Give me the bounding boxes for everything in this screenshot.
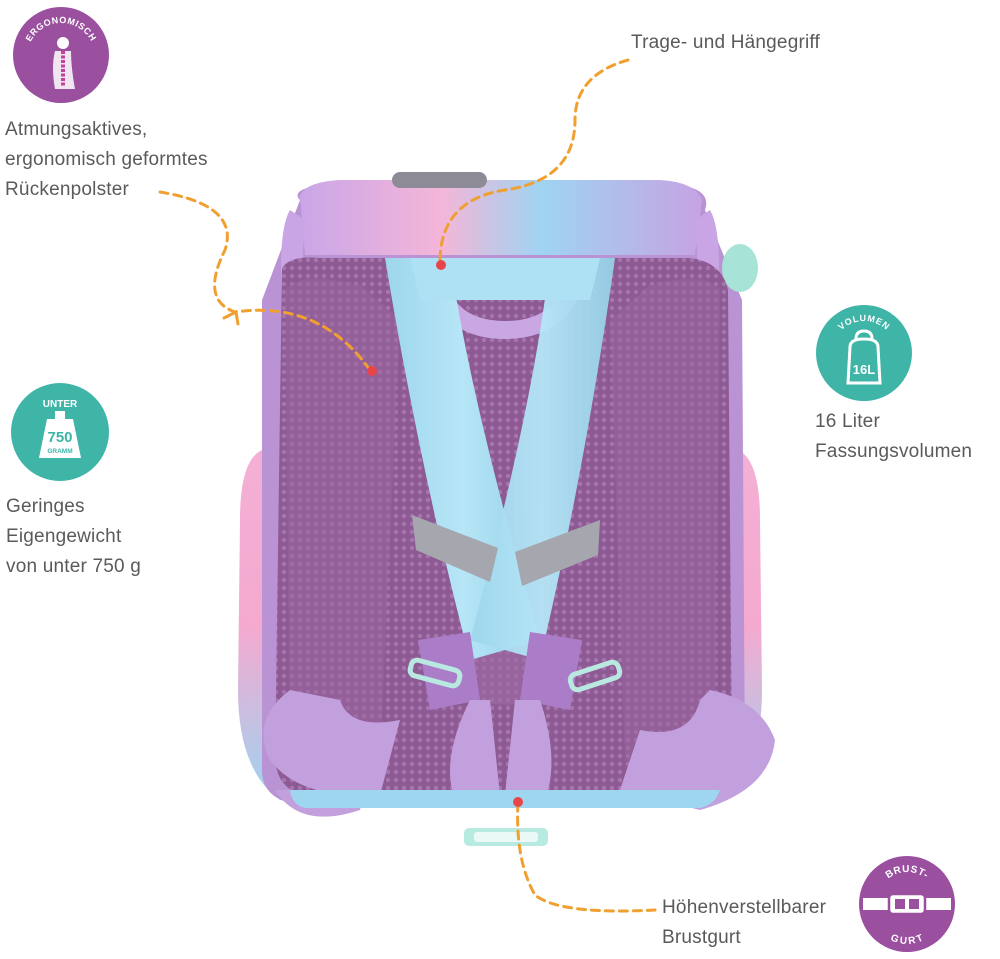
volume-badge-top: VOLUMEN — [836, 313, 891, 332]
callout-chest-strap — [516, 801, 657, 913]
ergonomic-line-3: Rückenpolster — [5, 179, 130, 200]
svg-text:BRUST-: BRUST- — [884, 864, 931, 881]
volume-badge-value: 16L — [853, 362, 875, 377]
handle-text: Trage- und Hängegriff — [631, 28, 820, 58]
volume-line-2: Fassungsvolumen — [815, 441, 973, 462]
weight-text: Geringes Eigengewicht von unter 750 g — [6, 492, 141, 582]
backpack-top-panel — [300, 180, 702, 255]
weight-line-2: Eigengewicht — [6, 526, 122, 547]
callout-dot-handle — [436, 260, 446, 270]
chest-badge-bottom: GURT — [889, 933, 925, 948]
right-shoulder-strap — [470, 258, 615, 660]
callout-handle — [438, 58, 630, 264]
top-handle — [392, 172, 487, 188]
spine-icon: ERGONOMISCH — [24, 15, 98, 89]
chest-strap-line-1: Höhenverstellbarer — [662, 897, 827, 918]
chest-strap-text: Höhenverstellbarer Brustgurt — [662, 893, 826, 953]
callout-dot-chest — [513, 797, 523, 807]
left-webbing — [263, 690, 400, 796]
pompom — [722, 244, 758, 292]
right-reflector — [515, 520, 600, 586]
ergonomic-line-1: Atmungsaktives, — [5, 119, 148, 140]
right-webbing — [620, 690, 775, 810]
ergonomic-text: Atmungsaktives, ergonomisch geformtes Rü… — [5, 115, 208, 205]
callout-dot-ergonomic — [367, 366, 377, 376]
weight-line-3: von unter 750 g — [6, 556, 142, 577]
volume-line-1: 16 Liter — [815, 411, 880, 432]
ergonomic-line-2: ergonomisch geformtes — [5, 149, 208, 170]
volume-badge: VOLUMEN 16L — [816, 305, 912, 401]
chest-strap-line-2: Brustgurt — [662, 927, 741, 948]
weight-icon: UNTER 750 GRAMM — [39, 399, 81, 458]
chest-badge-top: BRUST- — [884, 864, 930, 881]
left-reflector — [412, 515, 498, 582]
callout-ergonomic — [158, 190, 372, 372]
svg-text:VOLUMEN: VOLUMEN — [836, 313, 892, 332]
weight-badge: UNTER 750 GRAMM — [11, 383, 109, 481]
svg-text:GURT: GURT — [889, 933, 926, 948]
backpack-icon: VOLUMEN 16L — [836, 313, 892, 385]
handle-line-1: Trage- und Hängegriff — [631, 32, 821, 53]
weight-badge-top: UNTER — [43, 399, 78, 410]
weight-badge-value: 750 — [47, 429, 72, 446]
chest-strap-badge: BRUST- GURT — [859, 856, 955, 952]
weight-badge-unit: GRAMM — [47, 448, 72, 455]
buckle-icon: BRUST- GURT — [863, 864, 951, 948]
volume-text: 16 Liter Fassungsvolumen — [815, 407, 972, 467]
ergonomic-badge: ERGONOMISCH — [13, 7, 109, 103]
weight-line-1: Geringes — [6, 496, 85, 517]
